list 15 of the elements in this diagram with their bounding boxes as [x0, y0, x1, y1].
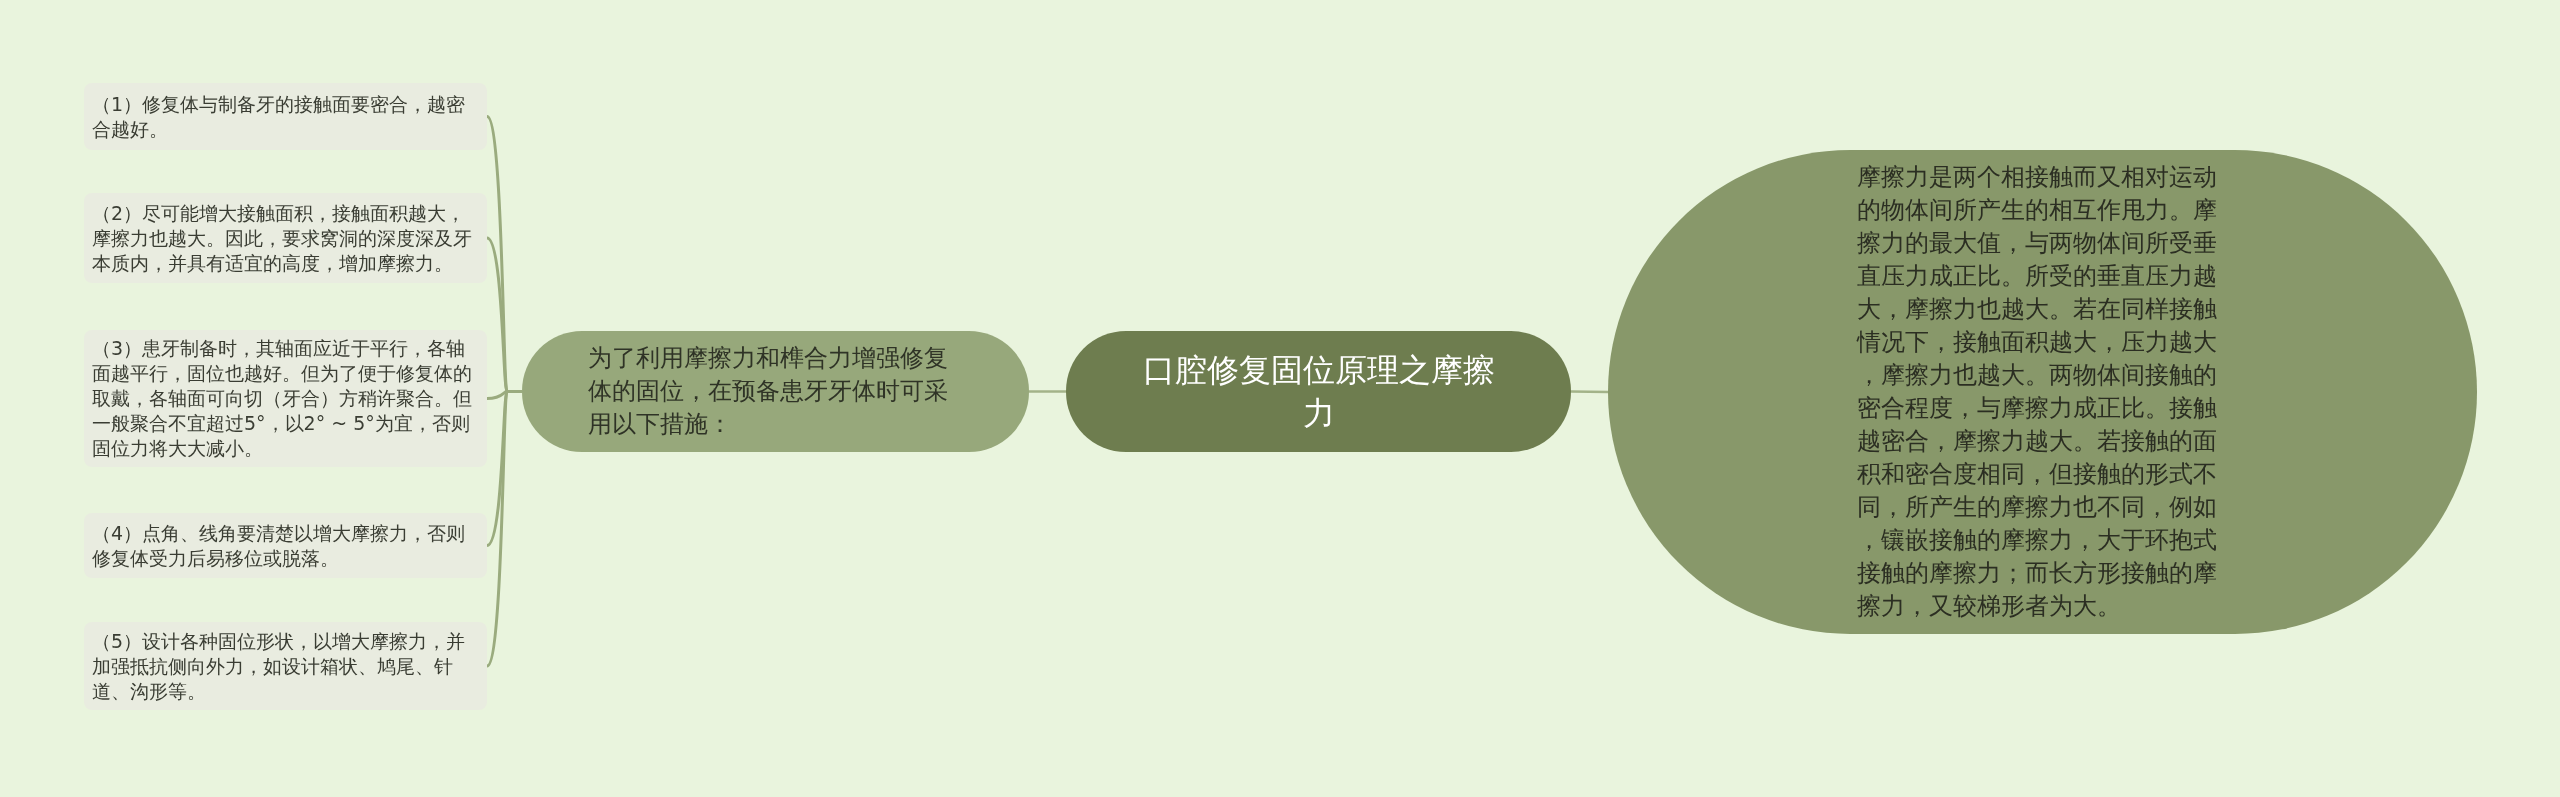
note-card	[84, 513, 487, 578]
connector-line	[1571, 390, 1608, 394]
note-text: （3）患牙制备时，其轴面应近于平行，各轴面越平行，固位也越好。但为了便于修复体的取戴，各轴面可向切（牙合）方稍许聚合。但一般聚合不宜超过5°，以2° ~ 5°为宜，否则固位力将大大减小。	[92, 336, 473, 461]
subtopic-text: 为了利用摩擦力和榫合力增强修复体的固位，在预备患牙牙体时可采用以下措施：	[587, 343, 949, 440]
note-card	[84, 83, 487, 150]
note-text: （5）设计各种固位形状，以增大摩擦力，并加强抵抗侧向外力，如设计箱状、鸠尾、针道、沟形等。	[92, 628, 467, 704]
topic-text: 口腔修复固位原理之摩擦力	[1141, 349, 1496, 434]
note-card	[84, 622, 487, 710]
note-text: （4）点角、线角要清楚以增大摩擦力，否则修复体受力后易移位或脱落。	[92, 520, 467, 571]
note-card	[84, 193, 487, 283]
note-text: （2）尽可能增大接触面积，接触面积越大，摩擦力也越大。因此，要求窝洞的深度深及牙本质内，并具有适宜的高度，增加摩擦力。	[92, 200, 473, 276]
detail-text: 摩擦力是两个相接触而又相对运动的物体间所产生的相互作甩力。摩擦力的最大值，与两物体间所受垂直压力成正比。所受的垂直压力越大，摩擦力也越大。若在同样接触情况下，接触面积越大，压力越大，摩擦力也越大。两物体间接触的密合程度，与摩擦力成正比。接触越密合，摩擦力越大。若接触的面积和密合度相同，但接触的形式不同，所产生的摩擦力也不同，例如，镶嵌接触的摩擦力，大于环抱式接触的摩擦力；而长方形接触的摩擦力，又较梯形者为大。	[1856, 162, 2218, 622]
connector-line	[1029, 390, 1066, 393]
note-text: （1）修复体与制备牙的接触面要密合，越密合越好。	[92, 91, 467, 142]
branch-line	[485, 390, 522, 667]
